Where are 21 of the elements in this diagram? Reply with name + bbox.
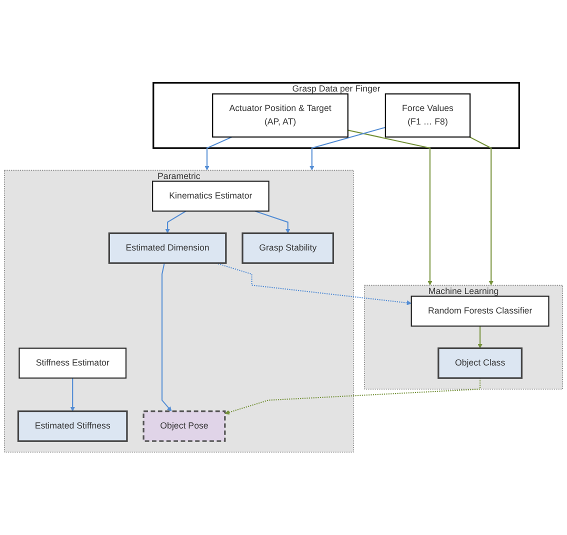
node-box: Kinematics Estimator (152, 180, 270, 212)
node-box: Random Forests Classifier (410, 296, 550, 327)
arrow (216, 262, 412, 306)
node-box: Object Pose (142, 410, 226, 442)
node-box: Grasp Stability (242, 232, 334, 264)
arrow (309, 126, 386, 170)
node-box: Estimated Stiffness (17, 410, 128, 442)
arrow (161, 262, 172, 412)
node-box: Object Class (438, 347, 523, 379)
node-box: Stiffness Estimator (18, 348, 127, 379)
arrow (254, 210, 290, 234)
arrow (165, 210, 186, 234)
arrow (478, 326, 482, 348)
arrow (70, 378, 76, 412)
node-box: Actuator Position & Target (AP, AT) (212, 93, 348, 138)
node-box: Force Values (F1 … F8) (384, 93, 471, 138)
node-box: Estimated Dimension (108, 232, 227, 264)
arrow (348, 130, 432, 286)
arrow (469, 136, 494, 286)
arrow (204, 136, 232, 170)
arrow (224, 378, 481, 415)
